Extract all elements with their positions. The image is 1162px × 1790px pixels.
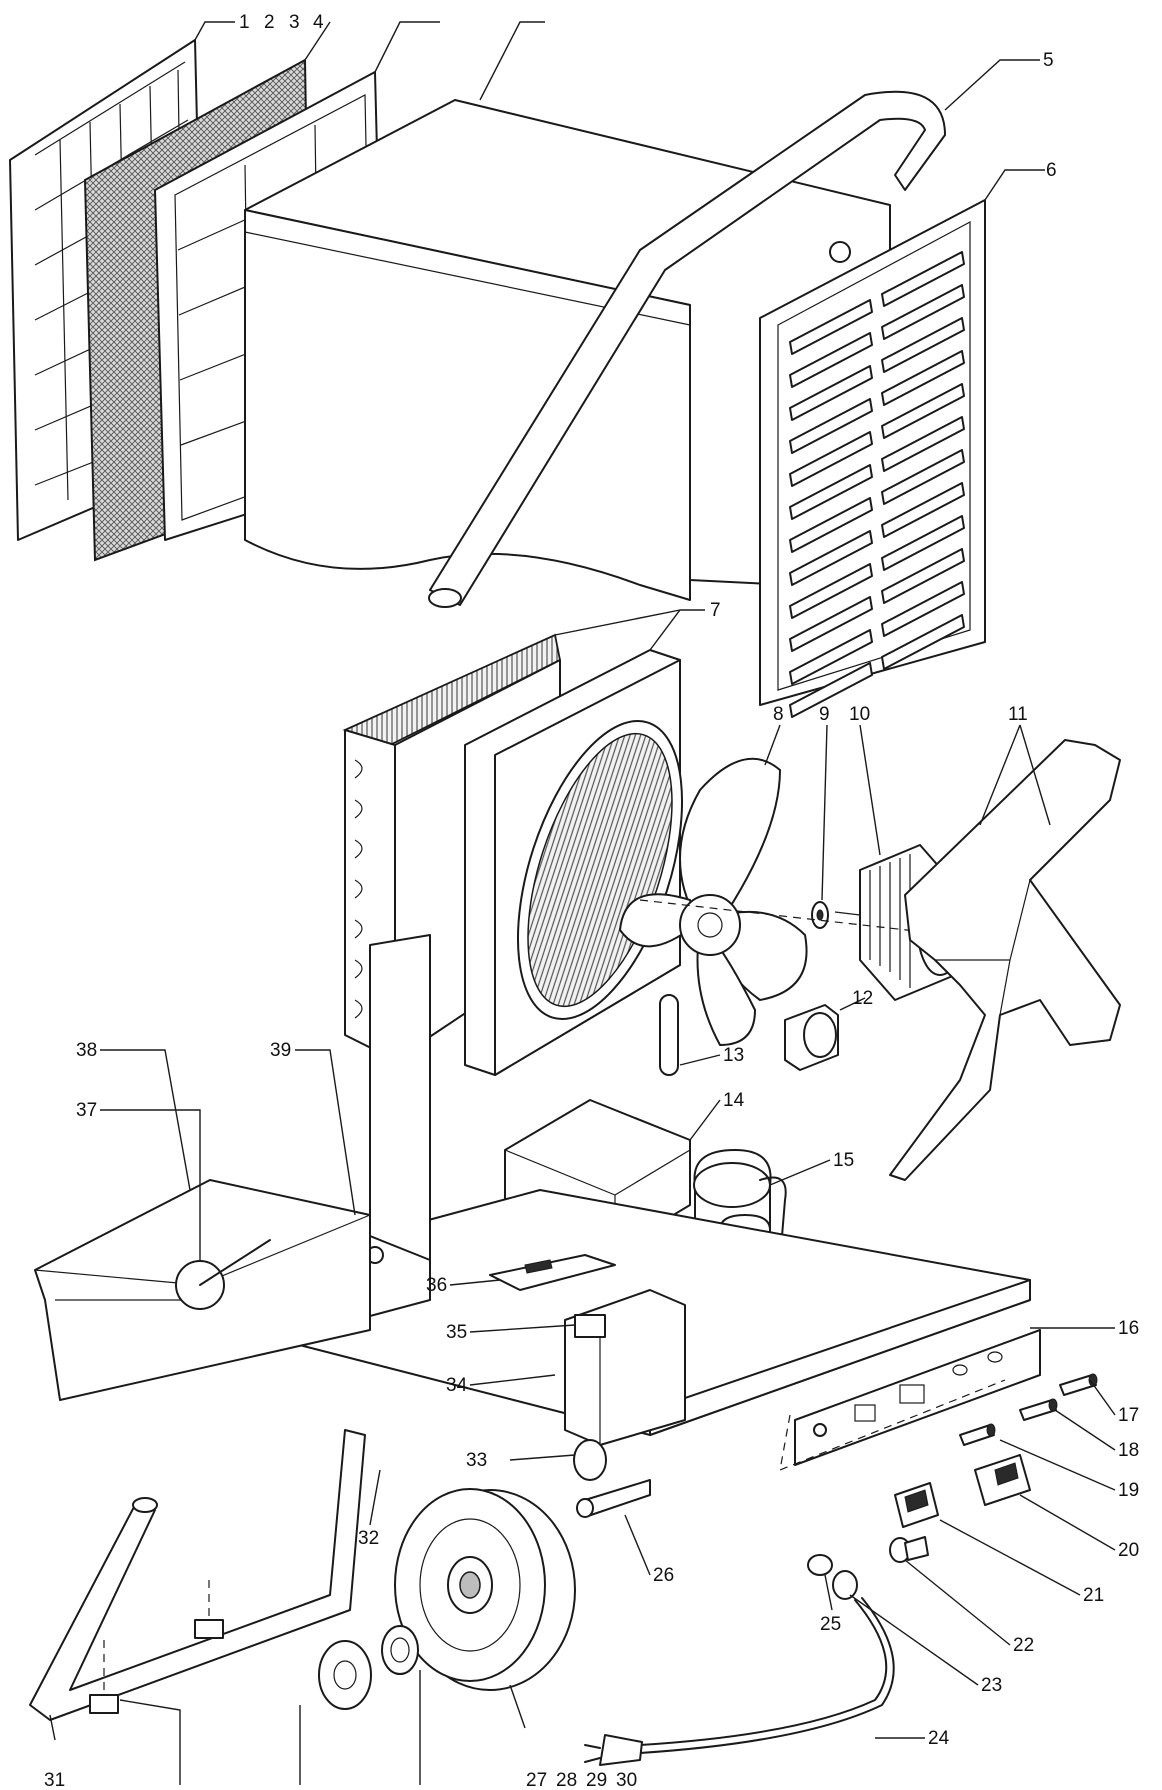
axle [576, 1479, 651, 1518]
callout-25: 25 [820, 1614, 841, 1635]
callout-14: 14 [723, 1090, 745, 1111]
junction-box [564, 1289, 686, 1446]
callout-labels: 1 2 3 4 5 6 7 8 9 10 11 12 13 14 15 16 1… [44, 12, 1139, 1790]
louvre-slat [881, 482, 965, 538]
callout-3: 3 [289, 12, 300, 33]
capacitor [784, 1004, 839, 1071]
wheel-cap [318, 1640, 372, 1710]
motor-bracket [889, 739, 1121, 1181]
louvre-slat [789, 662, 873, 718]
callout-30: 30 [616, 1770, 637, 1790]
main-switch [894, 1482, 939, 1528]
callout-6: 6 [1046, 160, 1057, 181]
callout-7: 7 [710, 600, 721, 621]
callout-33: 33 [466, 1450, 487, 1471]
louvre-slat [881, 251, 965, 307]
callout-35: 35 [446, 1322, 467, 1343]
trolley-handle-frame [29, 1429, 366, 1721]
rubber-feet [89, 1580, 224, 1714]
callout-27: 27 [526, 1770, 547, 1790]
callout-36: 36 [426, 1275, 447, 1296]
cable-gland [889, 1536, 929, 1563]
louvre-slat [881, 416, 965, 472]
callout-8: 8 [773, 704, 784, 725]
louvre-slat [881, 548, 965, 604]
callout-39: 39 [270, 1040, 291, 1061]
callout-1: 1 [239, 12, 250, 33]
callout-18: 18 [1118, 1440, 1139, 1461]
louvre-slat [881, 515, 965, 571]
callout-4: 4 [313, 12, 324, 33]
fuse-holder-18 [1019, 1398, 1058, 1421]
louvre-slat [789, 530, 873, 586]
callout-11: 11 [1008, 704, 1028, 725]
cable-nut [807, 1554, 858, 1600]
callout-24: 24 [928, 1728, 950, 1749]
power-cable [584, 1597, 895, 1766]
callout-26: 26 [653, 1565, 674, 1586]
louvre-slat [881, 350, 965, 406]
relay [574, 1314, 606, 1338]
louvre-slat [881, 383, 965, 439]
leader-lines [49, 21, 1116, 1785]
switch-panel [794, 1329, 1041, 1466]
louvre-slat [789, 431, 873, 487]
hour-counter [974, 1454, 1031, 1506]
louvre-slat [789, 299, 873, 355]
callout-2: 2 [264, 12, 275, 33]
callout-31: 31 [44, 1770, 65, 1790]
circuit-board [489, 1254, 616, 1291]
callout-15: 15 [833, 1150, 854, 1171]
louvre-slat [789, 497, 873, 553]
wheel [394, 1488, 576, 1691]
callout-34: 34 [446, 1375, 468, 1396]
callout-13: 13 [723, 1045, 744, 1066]
callout-9: 9 [819, 704, 830, 725]
fuse-holder-17 [1059, 1373, 1098, 1396]
carry-handle [428, 90, 946, 608]
callout-29: 29 [586, 1770, 607, 1790]
callout-12: 12 [852, 988, 873, 1009]
callout-38: 38 [76, 1040, 97, 1061]
callout-17: 17 [1118, 1405, 1139, 1426]
callout-5: 5 [1043, 50, 1054, 71]
water-tank [34, 1179, 371, 1401]
louvre-slat [881, 284, 965, 340]
callout-37: 37 [76, 1100, 97, 1121]
louvre-slat [789, 332, 873, 388]
louvre-slat [789, 398, 873, 454]
washer [811, 901, 829, 929]
callout-32: 32 [358, 1528, 379, 1549]
callout-21: 21 [1083, 1585, 1104, 1606]
louvre-slat [789, 629, 873, 685]
callout-10: 10 [849, 704, 870, 725]
louvre-slat [881, 449, 965, 505]
dryer-tube [659, 994, 679, 1076]
callout-28: 28 [556, 1770, 577, 1790]
callout-22: 22 [1013, 1635, 1034, 1656]
roller [573, 1439, 607, 1481]
louvre-slats [789, 251, 965, 718]
callout-19: 19 [1118, 1480, 1139, 1501]
callout-16: 16 [1118, 1318, 1139, 1339]
louvre-slat [789, 596, 873, 652]
louvre-slat [789, 365, 873, 421]
louvre-slat [881, 317, 965, 373]
louvre-slat [789, 563, 873, 619]
louvre-slat [881, 614, 965, 670]
indicator-lamp [959, 1423, 996, 1446]
callout-23: 23 [981, 1675, 1002, 1696]
louvre-slat [881, 581, 965, 637]
louvre-slat [789, 464, 873, 520]
callout-20: 20 [1118, 1540, 1139, 1561]
wheel-washer [381, 1625, 419, 1675]
